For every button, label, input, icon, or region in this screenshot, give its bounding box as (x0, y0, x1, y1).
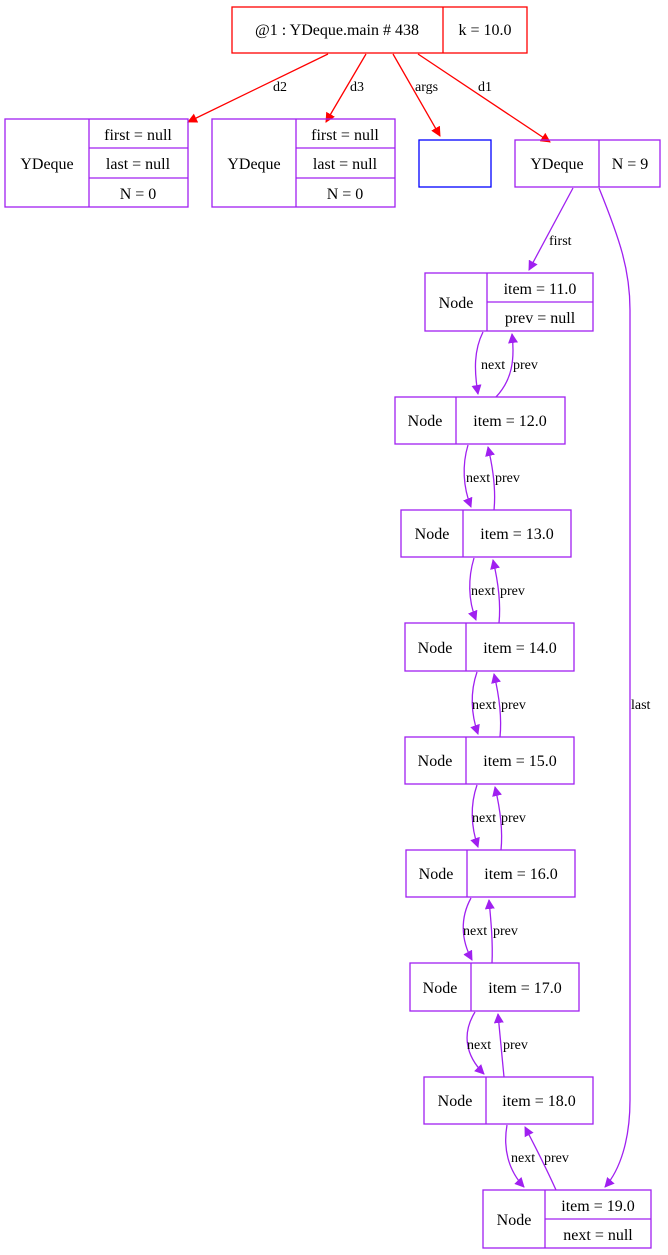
deque-field-n: N = 9 (612, 156, 649, 173)
frame-label: @1 : YDeque.main # 438 (255, 22, 419, 39)
node-18: Node item = 18.0 (423, 1076, 594, 1125)
edge-label-prev: prev (501, 698, 526, 713)
deque-field-first: first = null (104, 127, 172, 144)
node-type-label: Node (439, 295, 474, 312)
node-field-item: item = 11.0 (504, 281, 577, 298)
node-type-label: Node (438, 1093, 473, 1110)
edge-next (468, 557, 478, 621)
deque-type-label: YDeque (530, 156, 583, 173)
node-field-next: next = null (563, 1227, 633, 1244)
edge-next (471, 331, 484, 395)
node-field-item: item = 14.0 (483, 640, 556, 657)
deque-field-first: first = null (311, 127, 379, 144)
edge-label-prev: prev (495, 471, 520, 486)
edge-prev (484, 899, 495, 964)
node-17: Node item = 17.0 (409, 962, 580, 1012)
edge-label-d3: d3 (350, 80, 364, 95)
node-field-prev: prev = null (505, 310, 576, 327)
edge-next (505, 1124, 525, 1188)
stack-frame: @1 : YDeque.main # 438 k = 10.0 (231, 6, 528, 54)
deque-d1: YDeque N = 9 (514, 139, 661, 188)
node-type-label: Node (419, 866, 454, 883)
node-field-item: item = 13.0 (480, 526, 553, 543)
edge-label-next: next (466, 471, 490, 486)
edge-args (392, 53, 441, 137)
deque-field-last: last = null (313, 156, 378, 173)
deque-type-label: YDeque (227, 156, 280, 173)
edge-label-prev: prev (544, 1151, 569, 1166)
node-type-label: Node (408, 413, 443, 430)
node-19: Node item = 19.0 next = null (482, 1189, 652, 1249)
frame-field-k: k = 10.0 (458, 22, 511, 39)
edge-label-prev: prev (503, 1038, 528, 1053)
node-type-label: Node (415, 526, 450, 543)
edge-d3 (325, 53, 367, 123)
edge-label-next: next (463, 924, 487, 939)
deque-pointer-edges: first last (528, 187, 651, 1188)
node-16: Node item = 16.0 (405, 849, 576, 898)
edge-prev (491, 673, 502, 738)
node-field-item: item = 19.0 (561, 1198, 634, 1215)
edge-first (528, 187, 574, 271)
edge-label-next: next (471, 584, 495, 599)
edge-prev (490, 559, 501, 624)
deque-field-n: N = 0 (327, 186, 364, 203)
edge-next (470, 784, 480, 848)
node-link-edges: next prev next prev next prev next prev … (462, 331, 569, 1191)
edge-label-first: first (549, 234, 572, 249)
node-type-label: Node (497, 1212, 532, 1229)
node-14: Node item = 14.0 (404, 622, 575, 672)
edge-prev (485, 446, 496, 511)
edge-label-prev: prev (493, 924, 518, 939)
edge-label-next: next (511, 1151, 535, 1166)
edge-label-next: next (481, 358, 505, 373)
edge-next (470, 671, 480, 735)
edge-last (598, 187, 631, 1188)
edge-label-next: next (472, 811, 496, 826)
node-11: Node item = 11.0 prev = null (424, 272, 594, 332)
node-type-label: Node (418, 753, 453, 770)
node-field-item: item = 12.0 (473, 413, 546, 430)
deque-type-label: YDeque (20, 156, 73, 173)
node-type-label: Node (418, 640, 453, 657)
edge-label-prev: prev (501, 811, 526, 826)
node-field-item: item = 15.0 (483, 753, 556, 770)
edge-d1 (417, 53, 551, 143)
frame-edges: d2 d3 args d1 (187, 53, 551, 143)
edge-prev (493, 1013, 505, 1078)
deque-d3: YDeque first = null last = null N = 0 (211, 118, 396, 208)
edge-label-d2: d2 (273, 80, 287, 95)
edge-prev (495, 333, 518, 398)
edge-d2 (187, 53, 329, 123)
node-field-item: item = 18.0 (502, 1093, 575, 1110)
edge-label-next: next (467, 1038, 491, 1053)
edge-next (462, 897, 473, 961)
edge-next (463, 444, 473, 508)
node-field-item: item = 16.0 (484, 866, 557, 883)
edge-next (466, 1011, 485, 1075)
deque-field-n: N = 0 (120, 186, 157, 203)
node-13: Node item = 13.0 (400, 509, 572, 558)
deque-field-last: last = null (106, 156, 171, 173)
edge-label-prev: prev (513, 358, 538, 373)
edge-prev (524, 1126, 557, 1191)
deque-d2: YDeque first = null last = null N = 0 (4, 118, 189, 208)
edge-label-args: args (415, 80, 438, 95)
edge-prev (492, 786, 503, 851)
node-12: Node item = 12.0 (394, 396, 566, 445)
edge-label-last: last (631, 698, 651, 713)
edge-label-prev: prev (500, 584, 525, 599)
args-array-box (418, 139, 492, 188)
node-field-item: item = 17.0 (488, 980, 561, 997)
edge-label-next: next (472, 698, 496, 713)
node-15: Node item = 15.0 (404, 736, 575, 785)
edge-label-d1: d1 (478, 80, 492, 95)
node-type-label: Node (423, 980, 458, 997)
